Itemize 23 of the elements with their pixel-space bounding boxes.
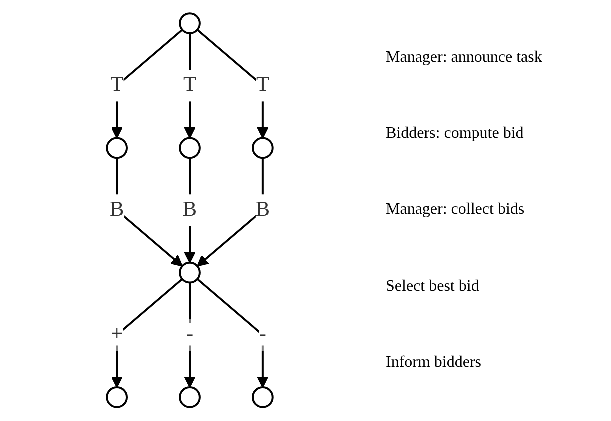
note-text: Manager: collect bids	[386, 201, 526, 220]
note-text: Manager: announce task	[386, 49, 544, 68]
edge-label: B	[256, 198, 270, 222]
edge-label: -	[186, 323, 194, 346]
edge-label: B	[182, 198, 198, 222]
node-circle	[179, 137, 201, 160]
node-circle	[179, 386, 201, 408]
edge-label: T	[184, 74, 196, 96]
node-circle	[106, 137, 128, 160]
edge-label: T	[256, 74, 270, 96]
node-circle	[252, 386, 274, 408]
node-circle	[179, 12, 201, 34]
edge-label: B	[110, 198, 124, 222]
node-circle	[179, 262, 201, 284]
note-text: Select best bid	[386, 278, 480, 296]
node-circle	[106, 386, 128, 408]
edge-label: T	[110, 74, 124, 96]
arrow	[196, 278, 269, 388]
note-text: Inform bidders	[386, 354, 483, 372]
node-circle	[252, 137, 274, 160]
note-text: Bidders: compute bid	[386, 125, 525, 144]
edge-label: +	[111, 323, 124, 346]
edge-label: -	[259, 323, 266, 346]
